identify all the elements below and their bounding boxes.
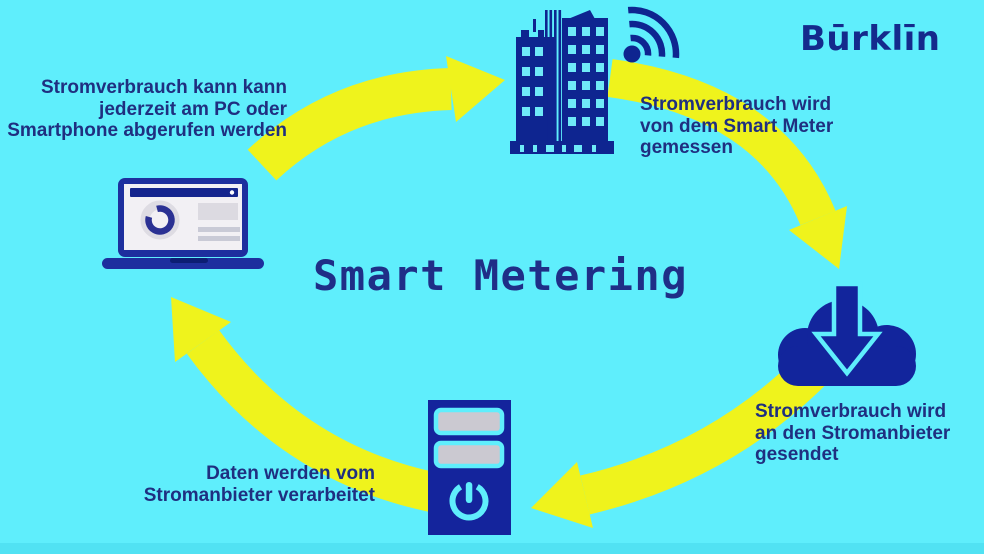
laptop-icon — [102, 178, 264, 269]
annotation-smart-meter: Stromverbrauch wird von dem Smart Meter … — [640, 94, 890, 159]
annotation-line: Stromanbieter verarbeitet — [143, 484, 375, 506]
office-building-wifi-icon — [510, 10, 614, 154]
annotation-line: jederzeit am PC oder — [99, 98, 287, 120]
wifi-signal-icon — [623, 6, 680, 63]
annotation-line: Stromverbrauch wird — [755, 401, 947, 422]
arrow-top-icon — [247, 56, 505, 181]
server-tower-power-icon — [428, 400, 511, 535]
bottom-edge-shade — [0, 543, 984, 554]
annotation-pc-access: Stromverbrauch kann kann jederzeit am PC… — [7, 77, 287, 142]
annotation-line: gemessen — [640, 137, 733, 158]
arrow-left-icon — [171, 297, 437, 512]
annotation-line: Daten werden vom — [206, 463, 375, 484]
annotation-line: Stromverbrauch kann kann — [40, 77, 287, 98]
download-arrow-icon — [811, 281, 883, 377]
annotation-process-data: Daten werden vom Stromanbieter verarbeit… — [135, 463, 375, 506]
arrow-right-icon — [607, 59, 847, 269]
brand-logo: Būrklīn — [800, 19, 941, 59]
annotation-line: von dem Smart Meter — [640, 115, 834, 137]
annotation-line: Stromverbrauch wird — [640, 94, 832, 115]
annotation-line: an den Stromanbieter — [755, 422, 951, 444]
annotation-send-provider: Stromverbrauch wird an den Stromanbieter… — [755, 401, 984, 466]
page-title: Smart Metering — [313, 251, 689, 300]
annotation-line: gesendet — [755, 444, 839, 465]
annotation-line: Smartphone abgerufen werden — [7, 120, 287, 141]
cloud-download-icon — [778, 281, 916, 386]
